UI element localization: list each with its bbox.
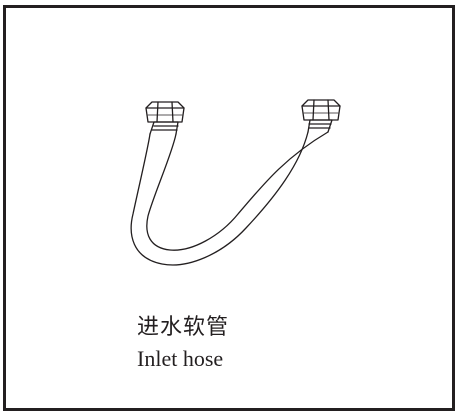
inlet-hose-icon	[130, 99, 341, 266]
item-name-chinese: 进水软管	[137, 315, 230, 340]
item-name-english: Inlet hose	[137, 346, 224, 371]
illustration-panel: 进水软管 Inlet hose	[3, 5, 455, 411]
